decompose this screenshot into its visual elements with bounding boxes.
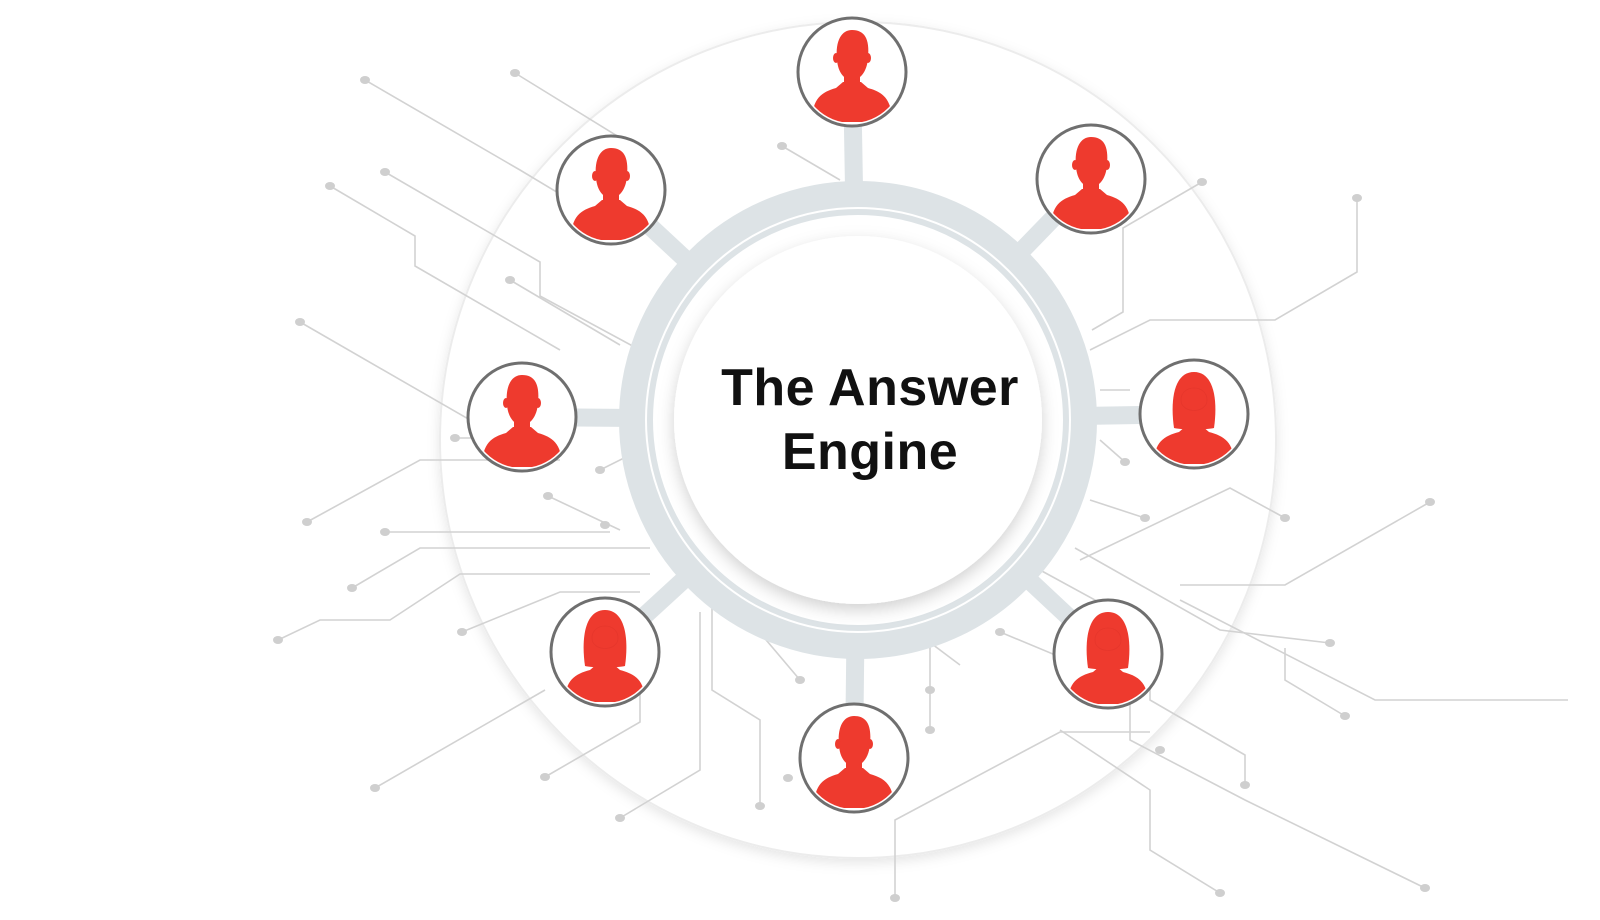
circuit-dot-4	[295, 318, 305, 326]
circuit-trace-25	[1179, 599, 1568, 701]
circuit-dot-14	[755, 802, 765, 810]
circuit-trace-10	[461, 591, 640, 633]
circuit-dot-11	[370, 784, 380, 792]
female-icon	[565, 610, 645, 702]
circuit-dot-1	[510, 69, 520, 77]
circuit-dot-25	[1140, 514, 1150, 522]
circuit-dot-24	[1425, 498, 1435, 506]
circuit-dot-7	[380, 528, 390, 536]
male-icon	[812, 30, 892, 122]
hub-title-line-1: The Answer	[721, 359, 1019, 417]
circuit-dot-23	[1340, 712, 1350, 720]
circuit-trace-11	[374, 689, 546, 789]
circuit-trace-2	[329, 185, 561, 351]
circuit-dot-20	[1240, 781, 1250, 789]
circuit-trace-5	[509, 279, 621, 346]
avatar-left	[466, 361, 578, 473]
avatar-top-left	[555, 134, 667, 246]
male-icon	[482, 375, 562, 467]
female-icon	[1154, 372, 1234, 464]
circuit-trace-12	[544, 690, 641, 778]
circuit-trace-20	[1074, 547, 1331, 644]
circuit-dot-9	[273, 636, 283, 644]
avatar-bottom	[798, 702, 910, 814]
hub-center	[674, 236, 1042, 604]
circuit-dot-15	[795, 676, 805, 684]
avatar-top-right	[1035, 123, 1147, 235]
circuit-dot-36	[783, 774, 793, 782]
circuit-dot-31	[450, 434, 460, 442]
circuit-trace-8	[351, 547, 650, 589]
male-icon	[571, 148, 651, 240]
circuit-trace-26	[1180, 501, 1431, 586]
circuit-trace-14	[711, 602, 761, 806]
circuit-dot-38	[600, 521, 610, 529]
circuit-dot-21	[1215, 889, 1225, 897]
male-icon	[1051, 137, 1131, 229]
avatar-top	[796, 16, 908, 128]
circuit-dot-32	[595, 466, 605, 474]
circuit-dot-17	[890, 894, 900, 902]
circuit-dot-29	[1352, 194, 1362, 202]
circuit-trace-18	[894, 731, 1150, 898]
avatars	[466, 16, 1250, 814]
circuit-trace-24	[1284, 648, 1346, 717]
circuit-trace-31	[1089, 198, 1358, 351]
circuit-trace-3	[384, 171, 641, 351]
hub-title-line-2: Engine	[781, 423, 959, 481]
female-icon	[1068, 612, 1148, 704]
circuit-dot-19	[1325, 639, 1335, 647]
circuit-dot-35	[1155, 746, 1165, 754]
circuit-dot-2	[325, 182, 335, 190]
circuit-dot-6	[302, 518, 312, 526]
circuit-dot-28	[1197, 178, 1207, 186]
circuit-dot-16	[925, 726, 935, 734]
circuit-trace-22	[1059, 729, 1221, 894]
circuit-dot-33	[543, 492, 553, 500]
circuit-dot-3	[380, 168, 390, 176]
circuit-trace-27	[1089, 499, 1146, 519]
circuit-dot-13	[615, 814, 625, 822]
circuit-dot-0	[360, 76, 370, 84]
male-icon	[814, 716, 894, 808]
circuit-trace-30	[1091, 181, 1203, 331]
circuit-trace-13	[619, 612, 701, 819]
circuit-dot-27	[1120, 458, 1130, 466]
hub-title: The Answer Engine	[680, 340, 1060, 500]
circuit-trace-9	[277, 573, 650, 641]
circuit-trace-29	[1099, 439, 1126, 463]
circuit-trace-33	[781, 145, 841, 181]
circuit-dot-30	[777, 142, 787, 150]
circuit-dot-10	[457, 628, 467, 636]
circuit-dot-12	[540, 773, 550, 781]
avatar-bottom-left	[549, 596, 661, 708]
hub-ring-inner-line	[645, 207, 1071, 633]
circuit-dot-34	[995, 628, 1005, 636]
circuit-trace-28	[1079, 487, 1286, 561]
circuit-dot-8	[347, 584, 357, 592]
avatar-right	[1138, 358, 1250, 470]
circuit-dot-5	[505, 276, 515, 284]
circuit-dot-37	[925, 686, 935, 694]
circuit-dot-22	[1420, 884, 1430, 892]
avatar-bottom-right	[1052, 598, 1164, 710]
circuit-dot-26	[1280, 514, 1290, 522]
